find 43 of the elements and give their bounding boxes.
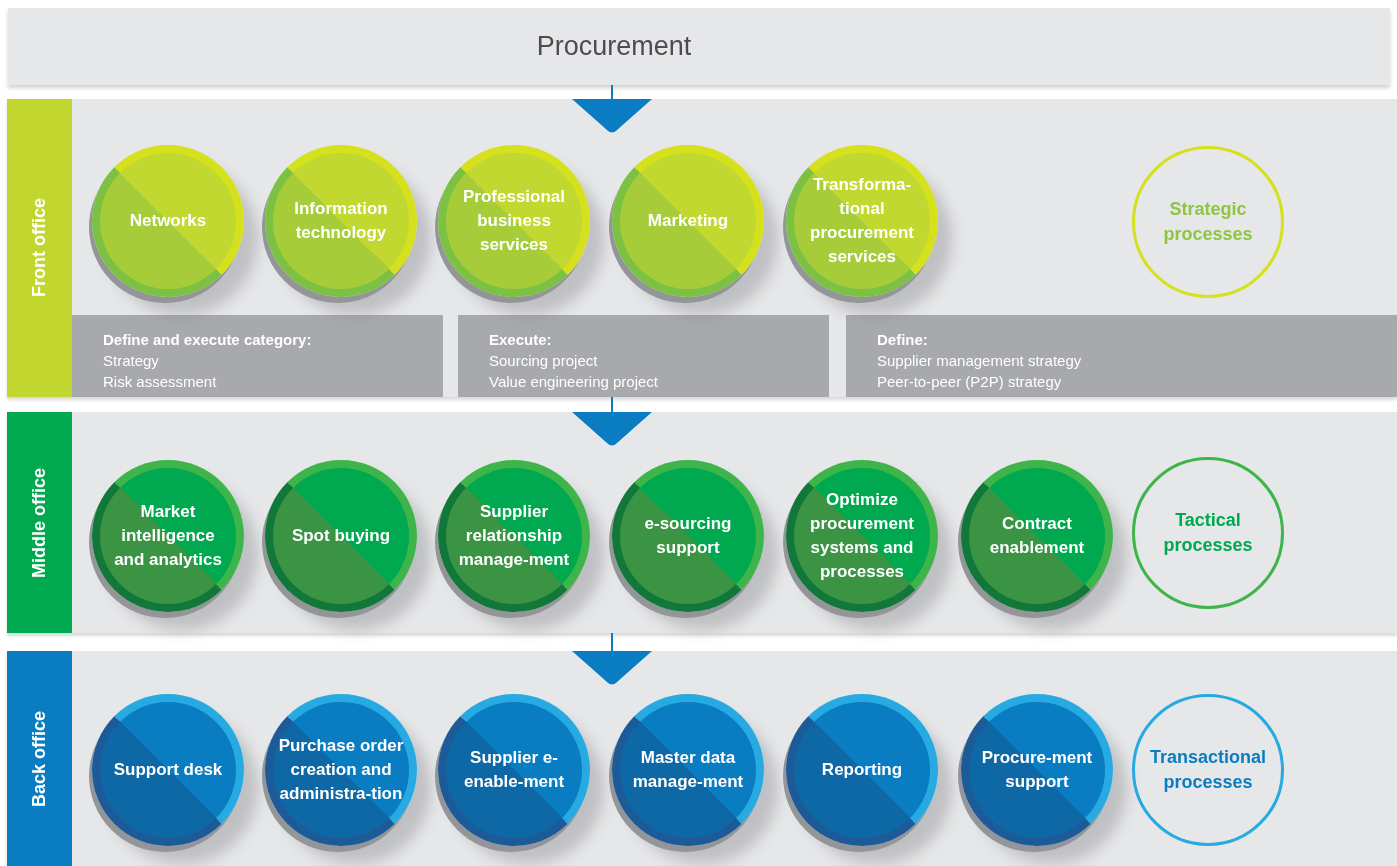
panel-item: Value engineering project — [489, 372, 659, 392]
band-label: Front office — [7, 99, 72, 397]
band-label: Back office — [7, 651, 72, 866]
circle-label: Professional business services — [461, 186, 566, 256]
circle-label: Networks — [128, 210, 208, 232]
circle-label: Strategic processes — [1162, 198, 1254, 246]
panel-item: Sourcing project — [489, 351, 599, 371]
circle-label: Optimize procurement systems and processes — [809, 489, 915, 583]
title-text: Procurement — [536, 31, 692, 62]
office-band — [7, 651, 1397, 866]
panel-heading: Define and execute category: — [103, 330, 313, 350]
circle-label: Supplier e-enable-ment — [462, 747, 566, 793]
office-band — [7, 412, 1397, 633]
circle-label: Marketing — [646, 210, 730, 232]
category-circle — [1132, 457, 1284, 609]
circle-label: Procure-ment support — [980, 747, 1094, 793]
circle-label: Contract enablement — [988, 513, 1086, 559]
title-band — [8, 8, 1390, 85]
activity-panel — [72, 315, 443, 397]
office-band — [7, 99, 1397, 397]
activity-panel — [458, 315, 829, 397]
circle-label: Market intelligence and analytics — [113, 501, 223, 571]
circle-label: Support desk — [112, 759, 224, 781]
panel-item: Supplier management strategy — [877, 351, 1083, 371]
circle-label: Transforma-tional procurement services — [809, 174, 915, 268]
category-circle — [1132, 694, 1284, 846]
circle-label: Master data manage-ment — [631, 747, 745, 793]
circle-label: Tactical processes — [1162, 509, 1254, 557]
circle-label: Transactional processes — [1148, 746, 1267, 794]
circle-label: Information technology — [293, 198, 389, 244]
circle-label: Reporting — [820, 759, 904, 781]
circle-label: Spot buying — [290, 525, 392, 547]
band-label: Middle office — [7, 412, 72, 633]
circle-label: Supplier relationship manage-ment — [457, 501, 571, 571]
panel-item: Risk assessment — [103, 372, 218, 392]
panel-heading: Define: — [877, 330, 929, 350]
activity-panel — [846, 315, 1397, 397]
circle-label: e-sourcing support — [643, 513, 733, 559]
panel-heading: Execute: — [489, 330, 553, 350]
category-circle — [1132, 146, 1284, 298]
panel-item: Peer-to-peer (P2P) strategy — [877, 372, 1063, 392]
panel-item: Strategy — [103, 351, 160, 371]
circle-label: Purchase order creation and administra-tion — [277, 735, 405, 805]
